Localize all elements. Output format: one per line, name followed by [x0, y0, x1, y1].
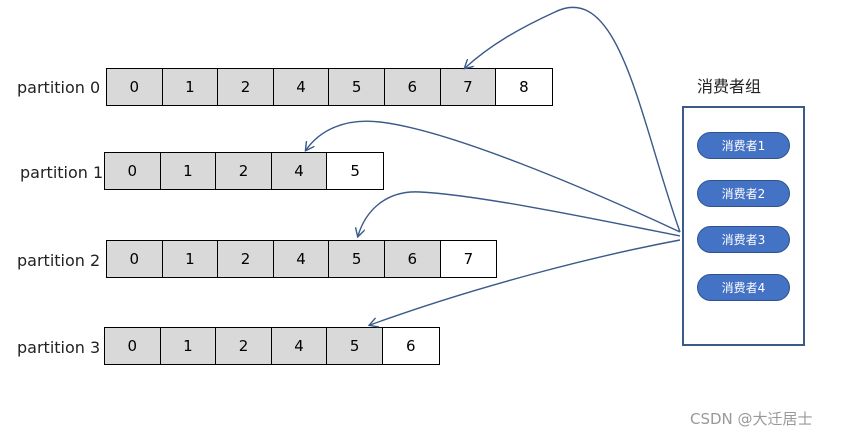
consumer-group-title: 消费者组: [697, 77, 762, 96]
offset-cell: 1: [162, 241, 219, 277]
offset-cell: 1: [160, 153, 217, 189]
partition-label-1: partition 1: [20, 163, 104, 182]
offset-cell: 4: [273, 241, 330, 277]
arrow-to-partition-2: [358, 191, 681, 236]
arrow-to-partition-0: [465, 6, 681, 233]
consumer-group-box: 消费者1 消费者2 消费者3 消费者4: [682, 106, 805, 346]
offset-cell: 5: [329, 69, 385, 105]
consumer-2[interactable]: 消费者2: [697, 180, 790, 207]
offset-cell: 0: [107, 241, 163, 277]
offset-cell: 0: [107, 69, 163, 105]
consumer-1[interactable]: 消费者1: [697, 132, 790, 159]
offset-cell: 2: [216, 153, 272, 189]
offset-cell: 2: [218, 69, 274, 105]
offset-cell: 7: [440, 69, 497, 105]
offset-cell: 0: [105, 328, 161, 364]
partition-label-2: partition 2: [17, 251, 101, 270]
offset-cell: 6: [384, 241, 441, 277]
partition-label-0: partition 0: [17, 78, 101, 97]
offset-cell: 8: [496, 69, 552, 105]
consumer-3[interactable]: 消费者3: [697, 226, 790, 253]
offset-cell: 5: [329, 241, 385, 277]
partition-label-3: partition 3: [17, 338, 101, 357]
arrow-to-partition-1: [306, 120, 681, 233]
watermark: CSDN @大迁居士: [690, 410, 813, 428]
consumer-4[interactable]: 消费者4: [697, 274, 790, 301]
arrow-to-partition-3: [370, 239, 681, 325]
offset-cell: 0: [105, 153, 161, 189]
offset-cell: 6: [382, 328, 439, 364]
offset-cell: 6: [384, 69, 441, 105]
offset-cell: 7: [440, 241, 497, 277]
offset-cell: 2: [216, 328, 272, 364]
offset-cell: 1: [162, 69, 219, 105]
offset-cell: 2: [218, 241, 274, 277]
offset-cell: 1: [160, 328, 217, 364]
offset-cell: 4: [273, 69, 330, 105]
offset-cell: 5: [327, 328, 383, 364]
offset-cell: 5: [327, 153, 383, 189]
offset-cell: 4: [271, 153, 328, 189]
offset-cell: 4: [271, 328, 328, 364]
